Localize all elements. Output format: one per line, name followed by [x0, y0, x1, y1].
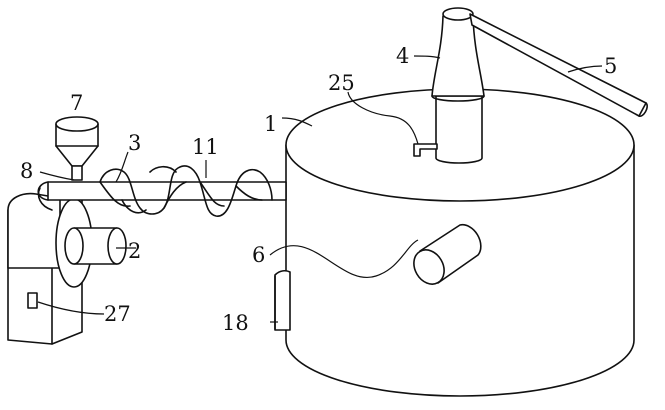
label-3: 3	[128, 131, 141, 155]
return-pipe	[469, 13, 648, 117]
label-1: 1	[264, 112, 277, 136]
conveyor-pipe	[37, 181, 287, 211]
label-11: 11	[192, 135, 219, 159]
control-panel	[27, 292, 38, 309]
label-6: 6	[252, 243, 265, 267]
label-8: 8	[20, 159, 33, 183]
cyclone-separator	[431, 7, 485, 164]
label-4: 4	[396, 44, 409, 68]
leader-lines	[37, 55, 603, 323]
label-2: 2	[128, 239, 141, 263]
screw-blade	[99, 165, 273, 217]
label-5: 5	[604, 54, 617, 78]
motor-housing	[7, 192, 93, 345]
label-18: 18	[222, 311, 249, 335]
outlet-pipe	[413, 223, 482, 285]
label-7: 7	[70, 91, 83, 115]
small-nozzle	[413, 143, 438, 157]
label-27: 27	[104, 302, 131, 326]
number-labels: 1 2 3 4 5 6 7 8 11 18 25 27	[20, 44, 617, 335]
feed-hopper	[55, 116, 99, 181]
drain-valve	[274, 269, 291, 331]
label-25: 25	[328, 71, 355, 95]
motor-shaft	[64, 227, 127, 265]
